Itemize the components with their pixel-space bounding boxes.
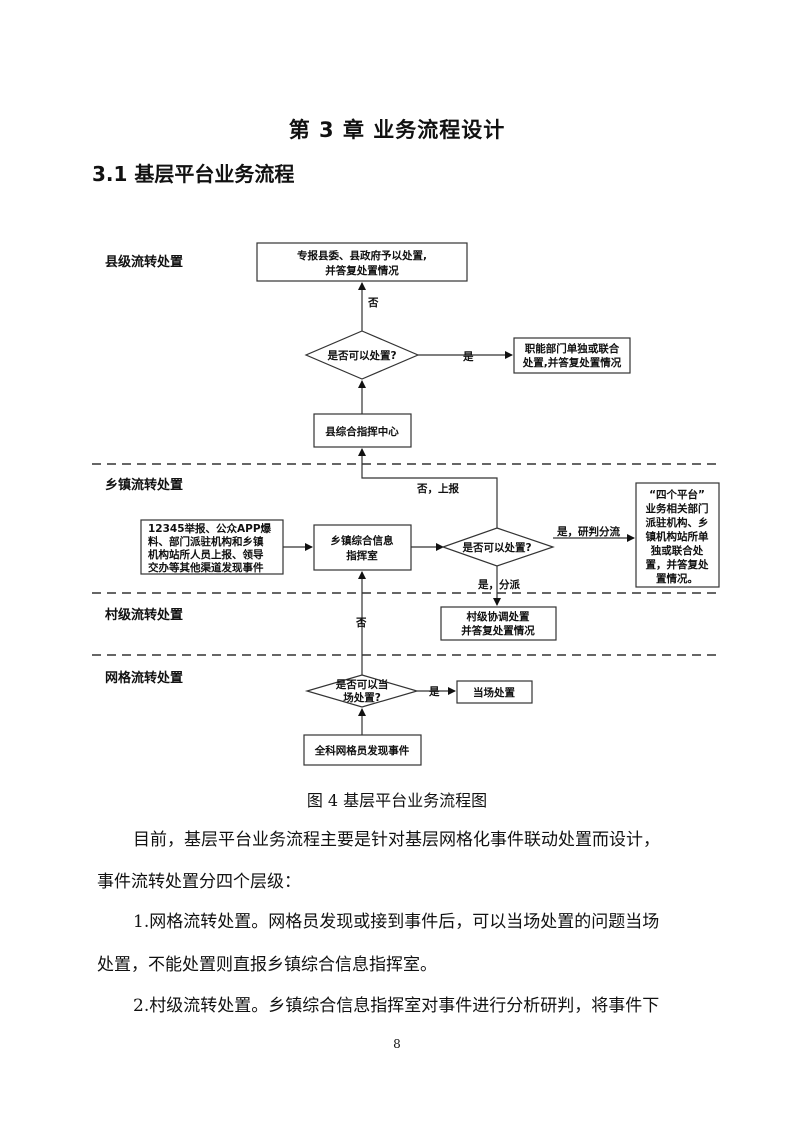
grid-no-label: 否 bbox=[355, 617, 367, 629]
four-platform-box-line: 镇机构站所单 bbox=[646, 530, 709, 543]
four-platform-box-line: 独或联合处 bbox=[650, 544, 704, 557]
town-center-box-line: 乡镇综合信息 bbox=[331, 534, 394, 547]
level-label-village: 村级流转处置 bbox=[105, 607, 183, 623]
body-paragraph-line: 事件流转处置分四个层级： bbox=[97, 872, 301, 892]
chapter-title: 第 3 章 业务流程设计 bbox=[288, 118, 506, 142]
village-box bbox=[440, 606, 557, 641]
event-sources-box-line: 交办等其他渠道发现事件 bbox=[148, 561, 264, 574]
county-dept-box-line: 处置,并答复处置情况 bbox=[522, 356, 622, 369]
county-report-box-line: 并答复处置情况 bbox=[325, 264, 399, 277]
four-platform-box-line: 派驻机构、乡 bbox=[646, 516, 709, 529]
county-report-box-line: 专报县委、县政府予以处置, bbox=[297, 249, 427, 262]
flowchart-diagram: 县级流转处置 乡镇流转处置 村级流转处置 网格流转处置 专报县委、县政府予以处置… bbox=[92, 242, 720, 766]
body-paragraph-line: 目前，基层平台业务流程主要是针对基层网格化事件联动处置而设计， bbox=[133, 830, 660, 850]
figure-caption: 图 4 基层平台业务流程图 bbox=[306, 791, 488, 810]
onsite-box-label: 当场处置 bbox=[473, 686, 515, 699]
four-platform-box-line: “四个平台” bbox=[649, 488, 705, 501]
grid-yes-label: 是 bbox=[428, 686, 440, 698]
body-paragraph-line: 2.村级流转处置。乡镇综合信息指挥室对事件进行分析研判，将事件下 bbox=[133, 996, 660, 1016]
four-platform-box bbox=[635, 482, 720, 588]
county-decision-label: 是否可以处置? bbox=[326, 349, 396, 362]
section-title: 3.1 基层平台业务流程 bbox=[92, 162, 295, 186]
event-sources-box-line: 机构站所人员上报、领导 bbox=[148, 548, 264, 561]
page-number: 8 bbox=[393, 1037, 401, 1051]
event-sources-box-line: 12345举报、公众APP爆 bbox=[148, 522, 272, 535]
gridman-box-label: 全科网格员发现事件 bbox=[314, 744, 410, 757]
body-paragraph-line: 处置，不能处置则直报乡镇综合信息指挥室。 bbox=[97, 955, 437, 975]
level-label-grid: 网格流转处置 bbox=[105, 670, 183, 686]
four-platform-box-line: 置情况。 bbox=[656, 572, 698, 585]
level-label-county: 县级流转处置 bbox=[105, 254, 183, 270]
grid-decision-diamond bbox=[304, 674, 420, 708]
grid-decision-line: 是否可以当 bbox=[335, 678, 389, 691]
level-label-town: 乡镇流转处置 bbox=[105, 477, 183, 493]
county-yes-label: 是 bbox=[462, 351, 474, 363]
four-platform-box-line: 置，并答复处 bbox=[646, 558, 709, 571]
arrow-no-report-up bbox=[358, 448, 498, 528]
town-decision-label: 是否可以处置? bbox=[461, 541, 531, 554]
onsite-box bbox=[456, 680, 533, 704]
label-no-report: 否，上报 bbox=[416, 482, 459, 495]
event-sources-box bbox=[140, 519, 284, 575]
village-box-line: 村级协调处置 bbox=[467, 610, 530, 623]
town-center-box-line: 指挥室 bbox=[346, 549, 378, 562]
label-yes-dispatch: 是，分派 bbox=[477, 578, 520, 591]
county-decision-diamond bbox=[304, 330, 420, 380]
village-box-line: 并答复处置情况 bbox=[461, 624, 535, 637]
county-dept-box bbox=[513, 337, 631, 374]
four-platform-box-line: 业务相关部门 bbox=[646, 502, 709, 515]
event-sources-box-line: 料、部门派驻机构和乡镇 bbox=[148, 535, 264, 548]
town-center-box bbox=[313, 524, 412, 571]
county-report-box bbox=[256, 242, 468, 282]
label-yes-study: 是，研判分流 bbox=[556, 525, 620, 538]
body-paragraph-line: 1.网格流转处置。网格员发现或接到事件后，可以当场处置的问题当场 bbox=[133, 912, 660, 932]
county-no-label: 否 bbox=[367, 297, 379, 309]
county-dept-box-line: 职能部门单独或联合 bbox=[525, 342, 620, 355]
county-center-box-label: 县综合指挥中心 bbox=[325, 425, 399, 438]
grid-decision-line: 场处置? bbox=[343, 691, 381, 704]
